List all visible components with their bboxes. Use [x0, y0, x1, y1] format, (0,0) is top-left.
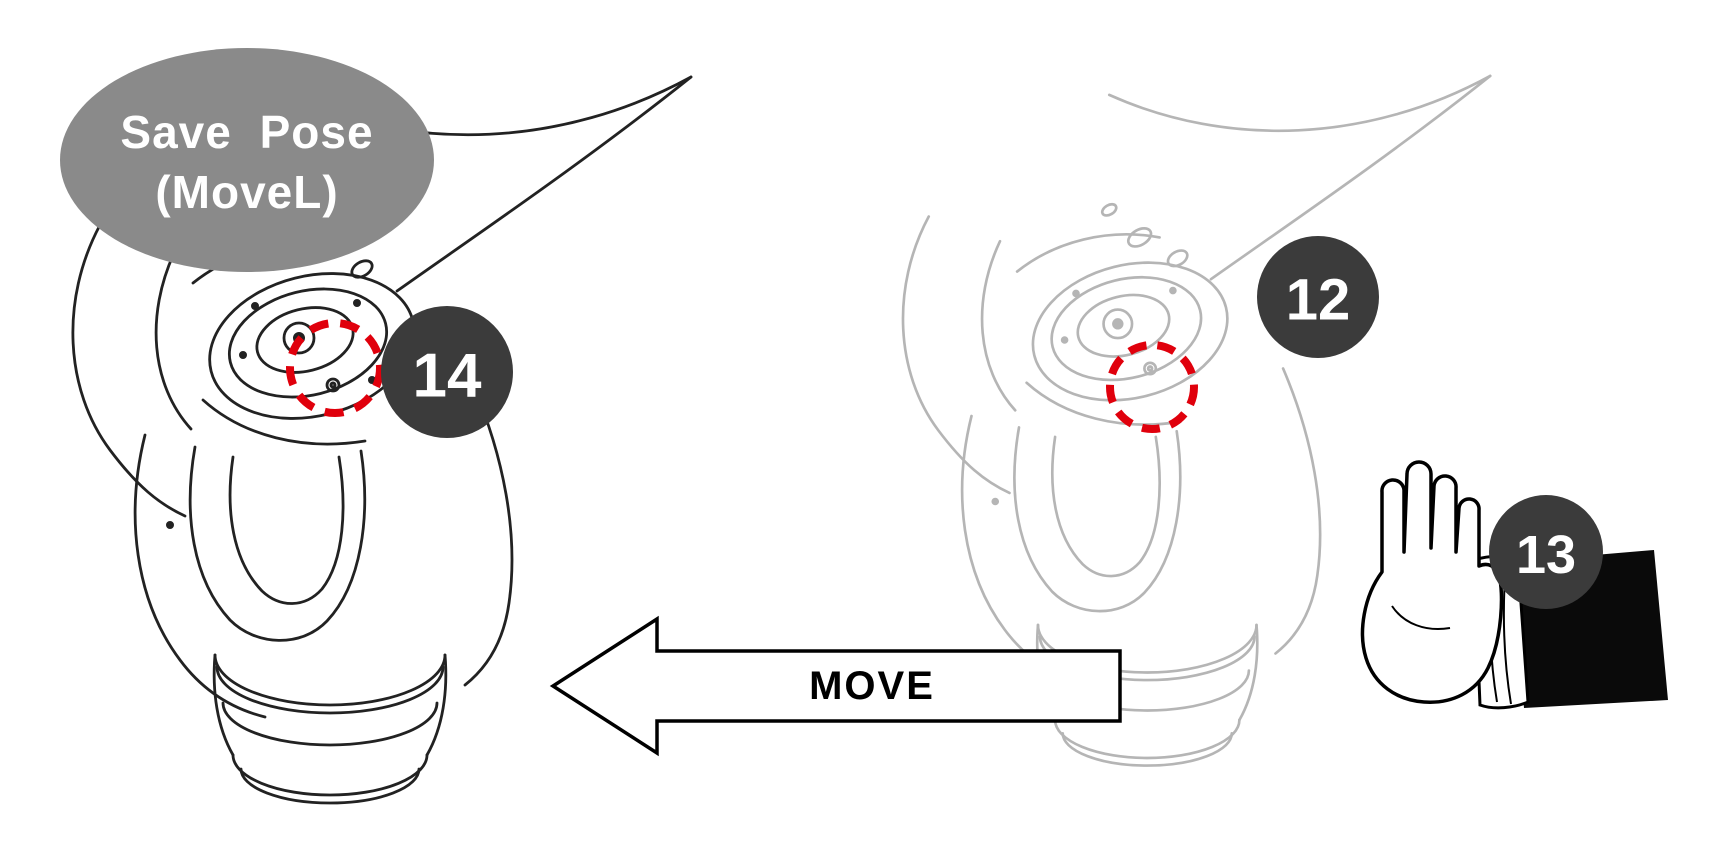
move-arrow: MOVE — [549, 615, 1122, 757]
highlight-ring-left — [286, 319, 384, 417]
step-badge-12-number: 12 — [1286, 268, 1351, 333]
callout-text-line1: Save Pose — [120, 106, 373, 158]
callout-bubble: Save Pose (MoveL) — [60, 48, 434, 272]
step-badge-12-circle — [1257, 236, 1379, 358]
step-badge-14: 14 — [381, 306, 513, 438]
palm-crease — [1391, 605, 1451, 630]
step-badge-13: 13 — [1489, 495, 1603, 609]
step-badge-13-number: 13 — [1516, 525, 1576, 585]
step-badge-13-circle — [1489, 495, 1603, 609]
callout-bubble-shape — [60, 48, 434, 272]
step-badge-12: 12 — [1257, 236, 1379, 358]
move-arrow-shape — [549, 615, 1122, 757]
highlight-ring-right — [1106, 341, 1198, 433]
step-badge-14-circle — [381, 306, 513, 438]
move-arrow-label: MOVE — [809, 664, 935, 708]
callout-text-line2: (MoveL) — [155, 166, 338, 218]
step-badge-14-number: 14 — [413, 342, 482, 411]
stop-hand-icon — [1360, 460, 1504, 704]
